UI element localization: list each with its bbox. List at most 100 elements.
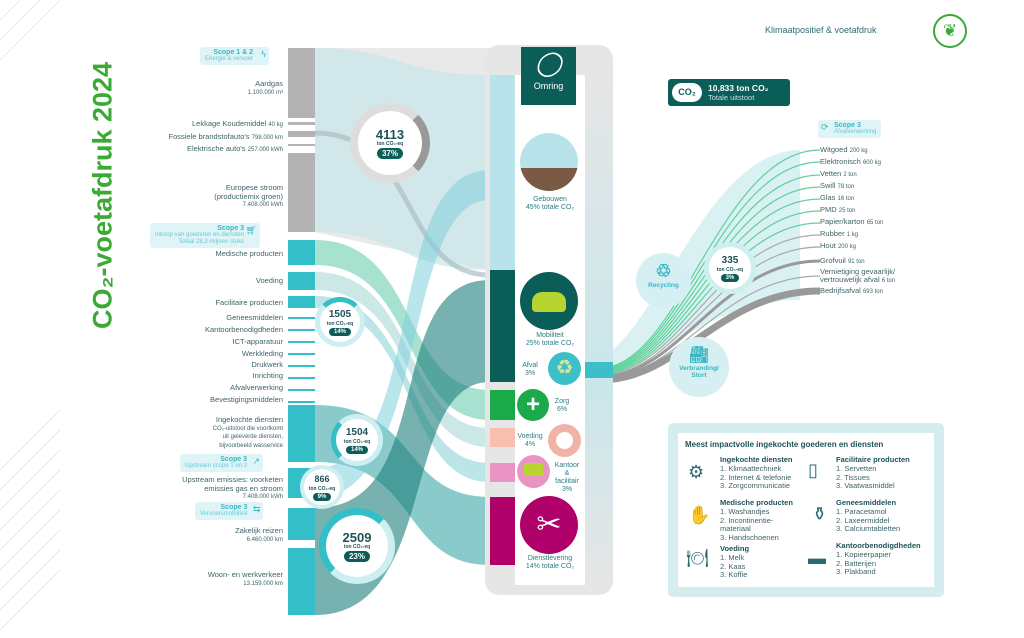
flow-voeding <box>315 272 490 447</box>
category-bar-voeding <box>490 428 515 447</box>
bar-lekkage <box>288 122 315 125</box>
desc: uit geleverde diensten, <box>222 434 283 440</box>
bin-icon: ♲ <box>655 261 672 281</box>
group-title: Kantoorbenodigdheden <box>836 541 921 550</box>
category-bar-kantoor <box>490 463 515 482</box>
label: Zakelijk reizen <box>235 526 283 535</box>
value: 798.000 km <box>251 135 283 141</box>
value: 1 kg <box>846 232 859 238</box>
label: Bedrijfsafval <box>820 286 861 295</box>
value: 200 kg <box>837 244 856 250</box>
scope-sub2: Totaal 28,3 miljoen stuks <box>178 239 245 245</box>
waste-item: Grofvuil 91 ton <box>820 257 865 266</box>
label: Vernietiging gevaarlijk/ <box>820 267 896 276</box>
waste-item: Elektronisch 600 kg <box>820 158 881 167</box>
pct: 3% <box>561 486 573 493</box>
unit: ton CO₂-eq <box>343 439 371 445</box>
group-title: Voeding <box>720 544 750 553</box>
flow-facilitair-kantoor <box>315 296 490 482</box>
item: 3. Handschoenen <box>720 533 779 543</box>
flow-upstream-gebouwen <box>315 170 490 498</box>
bar-small <box>288 389 315 391</box>
scope-sub: Afvalverwerking <box>834 129 877 135</box>
item: materiaal <box>720 524 751 534</box>
pill-bottle-icon: ⚱ <box>812 504 828 524</box>
verbranding-node: 🏭︎Verbranding/Stort <box>669 337 729 397</box>
plus-icon: + <box>517 389 549 421</box>
label: Europese stroom <box>225 183 283 192</box>
waste-item: Swill 78 ton <box>820 182 854 191</box>
leaf-icon: ❦ <box>933 14 967 48</box>
unit: ton CO₂-eq <box>376 140 404 147</box>
label: Recycling <box>648 282 679 289</box>
scope-title: Scope 3 <box>217 225 245 232</box>
cart-icon: 🛒︎ <box>245 225 258 235</box>
value: 4113 <box>375 126 405 142</box>
label: Verbranding/ <box>679 365 719 372</box>
item: 1. Klimaattechniek <box>720 463 782 473</box>
percentage-badge: 14% <box>328 328 351 336</box>
impact-box-inner <box>678 433 934 587</box>
group-title: Medische producten <box>720 498 793 507</box>
stapler-icon: ▬ <box>808 548 826 568</box>
label: Witgoed <box>820 145 848 154</box>
decorative-hatch <box>0 0 61 631</box>
label: Glas <box>820 193 836 202</box>
value: 866 <box>314 474 330 484</box>
value: 7.408.000 kWh <box>242 202 283 208</box>
bar-fossiel <box>288 131 315 137</box>
value: 2509 <box>342 529 372 545</box>
label: Kantoor <box>554 462 580 469</box>
value: 40 kg <box>268 122 283 128</box>
item: 2. Incontinentie- <box>720 515 774 525</box>
total-value: 10,833 ton CO₂ <box>708 83 769 93</box>
value: 7.408.000 kWh <box>242 494 283 500</box>
group-title: Ingekochte diensten <box>720 455 793 464</box>
value: 13.159.000 km <box>243 580 283 587</box>
value: 200 kg <box>849 148 868 154</box>
item: 1. Washandjes <box>720 506 770 516</box>
bar-woon <box>288 548 315 615</box>
header-title: Klimaatpositief & voetafdruk <box>765 25 877 35</box>
bar-small <box>288 317 315 319</box>
item: 2. Tissues <box>836 472 870 482</box>
tools-icon: ✂ <box>520 496 578 554</box>
source-inkoop: Medische producten <box>215 249 283 258</box>
source-inkoop: Afvalverwerking <box>230 383 283 392</box>
item: 3. Zorgcommunicatie <box>720 481 791 491</box>
bar-zakelijk <box>288 508 315 540</box>
value: 1.100.000 m³ <box>247 89 283 96</box>
item: 2. Batterijen <box>836 558 877 568</box>
export-icon: ↗ <box>252 456 261 466</box>
source-inkoop: Kantoorbenodigdheden <box>205 325 283 334</box>
total-emission-badge: CO₂ 10,833 ton CO₂ Totale uitstoot <box>668 79 790 106</box>
label: Dienstlevering <box>527 555 573 562</box>
value: 6.460.000 km <box>246 536 283 543</box>
unit: ton CO₂-eq <box>308 486 336 492</box>
bar-small <box>288 329 315 331</box>
towel-icon: ▯ <box>808 460 818 480</box>
factory-icon: 🏭︎ <box>688 347 710 364</box>
building-icon <box>520 133 578 191</box>
bar-small <box>288 341 315 343</box>
network-icon: ⚙ <box>688 462 705 482</box>
value: 91 ton <box>847 259 865 265</box>
cutlery-icon: 🍽︎ <box>686 548 709 568</box>
lightning-icon: ϟ <box>261 49 267 59</box>
label: Swill <box>820 181 836 190</box>
value: 693 ton <box>862 289 883 295</box>
